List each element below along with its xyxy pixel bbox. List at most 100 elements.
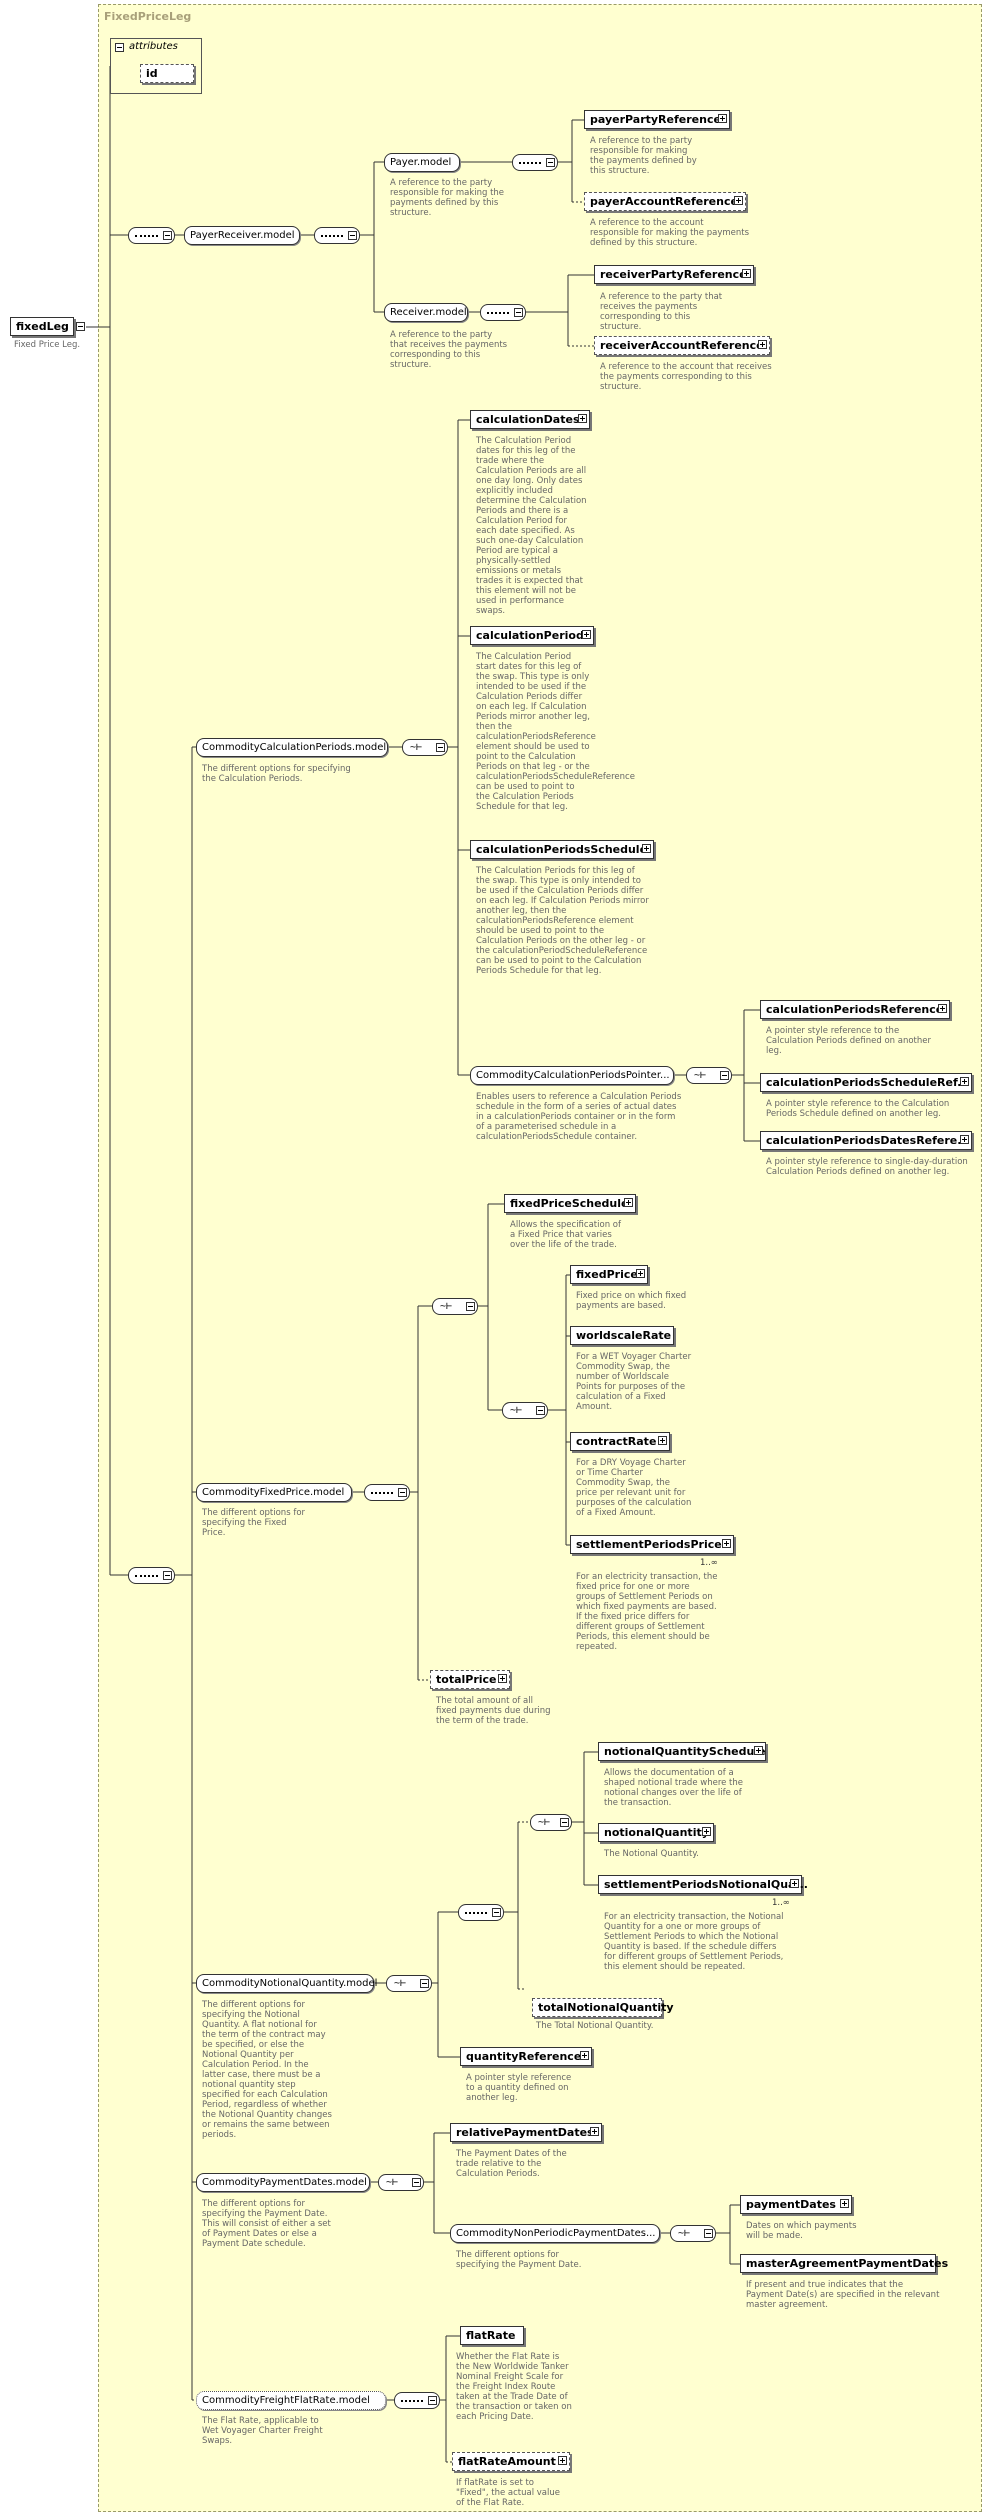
collapse-icon[interactable] [76,322,85,331]
expand-icon[interactable] [722,1539,731,1548]
element-fixed-price-schedule[interactable]: fixedPriceSchedule [504,1194,636,1213]
expand-icon[interactable] [590,2127,599,2136]
expand-icon[interactable] [938,1004,947,1013]
element-notional-quantity[interactable]: notionalQuantity [598,1823,714,1842]
choice-compositor[interactable]: ~⊢ [670,2225,716,2242]
expand-icon[interactable] [642,844,651,853]
element-label: paymentDates [746,2198,836,2211]
element-payer-party-reference[interactable]: payerPartyReference [584,110,730,129]
element-total-price[interactable]: totalPrice [430,1670,510,1689]
sequence-compositor[interactable] [458,1904,504,1921]
element-label: calculationPeriodsScheduleRef... [766,1076,970,1089]
element-notional-quantity-schedule[interactable]: notionalQuantitySchedule [598,1742,766,1761]
expand-icon[interactable] [742,269,751,278]
element-calculation-periods[interactable]: calculationPeriods [470,626,594,645]
sequence-compositor[interactable] [364,1484,410,1501]
element-receiver-party-reference[interactable]: receiverPartyReference [594,265,754,284]
expand-icon[interactable] [658,1436,667,1445]
expand-icon[interactable] [580,2051,589,2060]
element-label: fixedPriceSchedule [510,1197,629,1210]
element-label: calculationPeriods [476,629,591,642]
group-commodity-calculation-periods-pointer-model[interactable]: CommodityCalculationPeriodsPointer... [470,1066,674,1085]
element-quantity-reference[interactable]: quantityReference [460,2047,592,2066]
attribute-id[interactable]: id [140,64,194,83]
expand-icon[interactable] [582,630,591,639]
expand-icon[interactable] [960,1135,969,1144]
non-periodic-payment-dates-description: The different options for specifying the… [456,2250,582,2270]
element-label: calculationDates [476,413,580,426]
root-description: Fixed Price Leg. [14,340,81,350]
element-flat-rate-amount[interactable]: flatRateAmount [452,2452,570,2471]
expand-icon[interactable] [758,340,767,349]
element-payer-account-reference[interactable]: payerAccountReference [584,192,746,211]
element-flat-rate[interactable]: flatRate [460,2326,524,2345]
choice-compositor[interactable]: ~⊢ [378,2174,424,2191]
notional-quantity-model-description: The different options for specifying the… [202,2000,332,2140]
expand-icon[interactable] [578,414,587,423]
element-label: calculationPeriodsReference [766,1003,944,1016]
element-fixed-price[interactable]: fixedPrice [570,1265,648,1284]
group-commodity-fixed-price-model[interactable]: CommodityFixedPrice.model [196,1483,352,1502]
expand-icon[interactable] [636,1269,645,1278]
calculation-dates-description: The Calculation Period dates for this le… [476,436,587,616]
element-label: fixedPrice [576,1268,638,1281]
sequence-compositor[interactable] [394,2392,440,2409]
element-worldscale-rate[interactable]: worldscaleRate [570,1326,674,1345]
expand-icon[interactable] [754,1746,763,1755]
sequence-compositor[interactable] [512,154,558,171]
sequence-compositor[interactable] [128,227,175,244]
element-settlement-periods-notional-quantity[interactable]: settlementPeriodsNotionalQua... [598,1875,808,1894]
element-calculation-periods-schedule-reference[interactable]: calculationPeriodsScheduleRef... [760,1073,972,1092]
choice-compositor[interactable]: ~⊢ [686,1067,732,1084]
element-label: calculationPeriodsDatesRefere... [766,1134,970,1147]
element-label: quantityReference [466,2050,582,2063]
expand-icon[interactable] [734,196,743,205]
group-commodity-notional-quantity-model[interactable]: CommodityNotionalQuantity.model [196,1974,377,1993]
payer-model-description: A reference to the party responsible for… [390,178,505,218]
element-calculation-periods-schedule[interactable]: calculationPeriodsSchedule [470,840,654,859]
frame-title: FixedPriceLeg [104,10,192,23]
element-receiver-account-reference[interactable]: receiverAccountReference [594,336,770,355]
root-element-fixed-leg[interactable]: fixedLeg [10,317,85,336]
group-commodity-freight-flat-rate-model[interactable]: CommodityFreightFlatRate.model [196,2391,386,2410]
expand-icon[interactable] [498,1674,507,1683]
element-total-notional-quantity[interactable]: totalNotionalQuantity [532,1998,674,2017]
group-payer-receiver-model[interactable]: PayerReceiver.model [184,226,300,245]
payment-dates-model-description: The different options for specifying the… [202,2199,331,2249]
element-contract-rate[interactable]: contractRate [570,1432,670,1451]
expand-icon[interactable] [718,114,727,123]
element-master-agreement-payment-dates[interactable]: masterAgreementPaymentDates [740,2254,948,2273]
expand-icon[interactable] [790,1879,799,1888]
expand-icon[interactable] [840,2199,849,2208]
choice-compositor[interactable]: ~⊢ [402,739,448,756]
collapse-icon[interactable] [115,43,124,52]
sequence-compositor[interactable] [480,304,526,321]
choice-compositor[interactable]: ~⊢ [432,1298,478,1315]
element-label: payerPartyReference [590,113,721,126]
freight-flat-rate-model-description: The Flat Rate, applicable to Wet Voyager… [202,2416,323,2446]
choice-compositor[interactable]: ~⊢ [502,1402,548,1419]
element-label: flatRateAmount [458,2455,556,2468]
element-payment-dates[interactable]: paymentDates [740,2195,852,2214]
element-relative-payment-dates[interactable]: relativePaymentDates [450,2123,602,2142]
attributes-label: attributes [129,41,178,52]
expand-icon[interactable] [702,1827,711,1836]
element-label: totalPrice [436,1673,497,1686]
element-settlement-periods-price[interactable]: settlementPeriodsPrice [570,1535,734,1554]
payer-party-reference-description: A reference to the party responsible for… [590,136,697,176]
expand-icon[interactable] [960,1077,969,1086]
expand-icon[interactable] [558,2456,567,2465]
element-calculation-periods-reference[interactable]: calculationPeriodsReference [760,1000,950,1019]
group-commodity-calculation-periods-model[interactable]: CommodityCalculationPeriods.model [196,738,388,757]
group-commodity-payment-dates-model[interactable]: CommodityPaymentDates.model [196,2173,370,2192]
choice-compositor[interactable]: ~⊢ [386,1975,432,1992]
group-commodity-non-periodic-payment-dates-model[interactable]: CommodityNonPeriodicPaymentDates... [450,2224,660,2243]
expand-icon[interactable] [624,1198,633,1207]
sequence-compositor[interactable] [314,227,360,244]
group-receiver-model[interactable]: Receiver.model [384,303,468,322]
element-calculation-periods-dates-reference[interactable]: calculationPeriodsDatesRefere... [760,1131,972,1150]
choice-compositor[interactable]: ~⊢ [530,1814,572,1831]
group-payer-model[interactable]: Payer.model [384,153,460,172]
sequence-compositor[interactable] [128,1567,175,1584]
element-calculation-dates[interactable]: calculationDates [470,410,590,429]
